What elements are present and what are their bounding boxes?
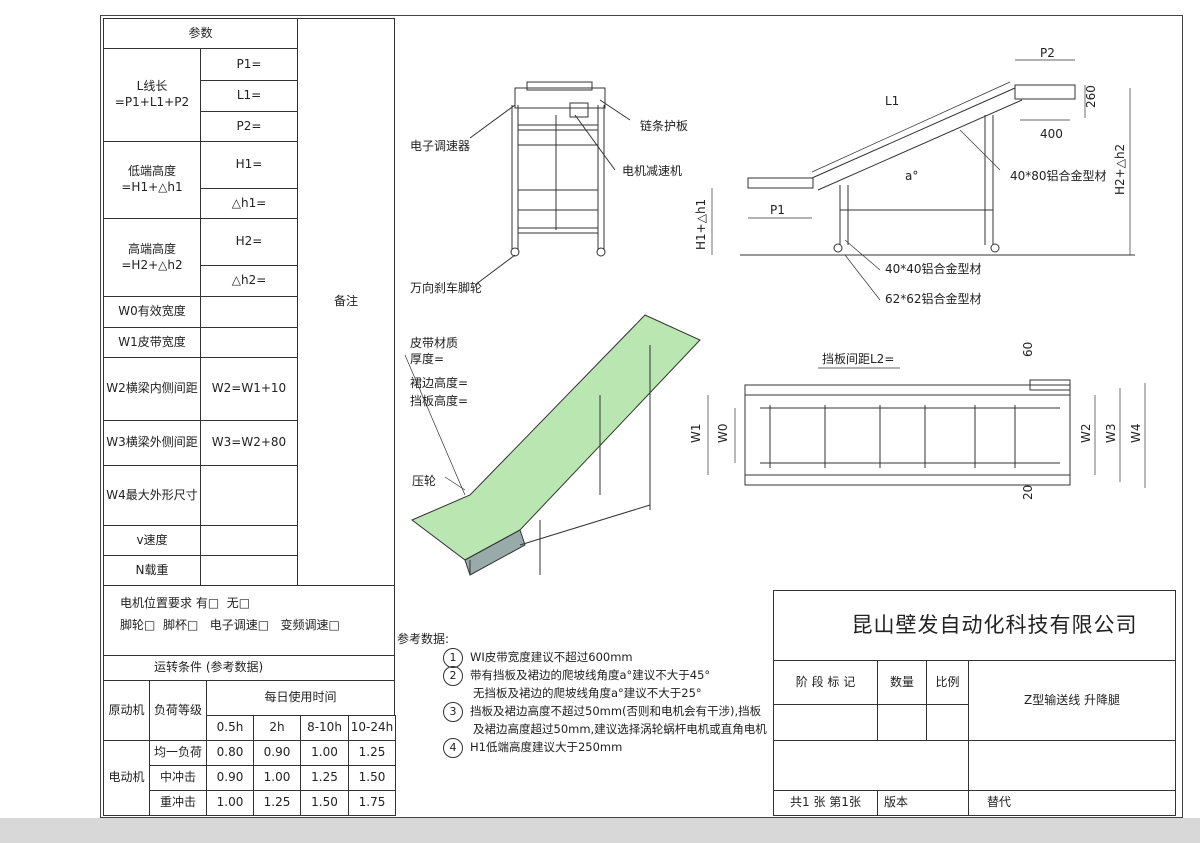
motor-position-options[interactable]: 电机位置要求 有□ 无□ xyxy=(120,596,251,610)
note-text: H1低端高度建议大于250mm xyxy=(470,740,623,754)
label-pressure-roller: 压轮 xyxy=(412,474,436,488)
label-belt-material: 皮带材质 xyxy=(410,336,458,350)
dim-w3: W3 xyxy=(1104,424,1118,444)
factor-cell: 1.75 xyxy=(348,790,396,816)
front-view xyxy=(469,81,631,286)
note-text: WI皮带宽度建议不超过600mm xyxy=(470,650,633,664)
dim-w4: W4 xyxy=(1129,424,1143,444)
isometric-view xyxy=(404,314,701,576)
label-caster: 万向刹车脚轮 xyxy=(410,280,482,295)
note-text: 带有挡板及裙边的爬坡线角度a°建议不大于45° xyxy=(470,668,711,682)
note-text: 及裙边高度超过50mm,建议选择涡轮蜗杆电机或直角电机 xyxy=(473,722,767,736)
label-chain-guard: 链条护板 xyxy=(640,118,688,133)
label-speed-controller: 电子调速器 xyxy=(410,139,470,153)
bottom-bar xyxy=(0,818,1200,843)
dim-400: 400 xyxy=(1040,127,1063,141)
dim-h2: H2+△h2 xyxy=(1113,144,1127,195)
side-view xyxy=(711,59,1135,301)
drawing-frame xyxy=(100,15,1183,818)
dim-w0: W0 xyxy=(716,424,730,444)
label-skirt-height: 裙边高度= xyxy=(410,375,468,390)
dim-w2: W2 xyxy=(1079,424,1093,444)
top-view xyxy=(707,367,1146,488)
caster-speed-options[interactable]: 脚轮□ 脚杯□ 电子调速□ 变频调速□ xyxy=(120,618,340,632)
note-number: 2 xyxy=(443,666,463,686)
dim-p2: P2 xyxy=(1040,46,1055,60)
note-number: 3 xyxy=(443,702,463,722)
remark-label: 备注 xyxy=(333,294,358,309)
dim-w1: W1 xyxy=(689,424,703,444)
dim-260: 260 xyxy=(1084,85,1098,108)
label-baffle-pitch: 挡板间距L2= xyxy=(822,352,894,366)
dim-20: 20 xyxy=(1021,485,1035,500)
label-profile-62x62: 62*62铝合金型材 xyxy=(885,291,982,306)
replace-label: 替代 xyxy=(968,790,1176,816)
dim-60: 60 xyxy=(1021,342,1035,357)
dim-h1: H1+△h1 xyxy=(694,199,708,250)
label-baffle-height: 挡板高度= xyxy=(410,393,468,408)
label-profile-40x80: 40*80铝合金型材 xyxy=(1010,168,1107,183)
note-text: 挡板及裙边高度不超过50mm(否则和电机会有干涉),挡板 xyxy=(470,704,762,718)
note-text: 无挡板及裙边的爬坡线角度a°建议不大于25° xyxy=(473,686,702,700)
notes-title: 参考数据: xyxy=(397,632,450,646)
l-length-label: L线长=P1+L1+P2 xyxy=(103,48,201,142)
dim-l1: L1 xyxy=(885,94,899,108)
label-profile-40x40: 40*40铝合金型材 xyxy=(885,261,982,276)
dim-angle: a° xyxy=(905,169,918,183)
label-reducer: 电机减速机 xyxy=(622,164,682,178)
label-thickness: 厚度= xyxy=(410,351,444,366)
note-number: 4 xyxy=(443,738,463,758)
dim-p1: P1 xyxy=(770,203,785,217)
